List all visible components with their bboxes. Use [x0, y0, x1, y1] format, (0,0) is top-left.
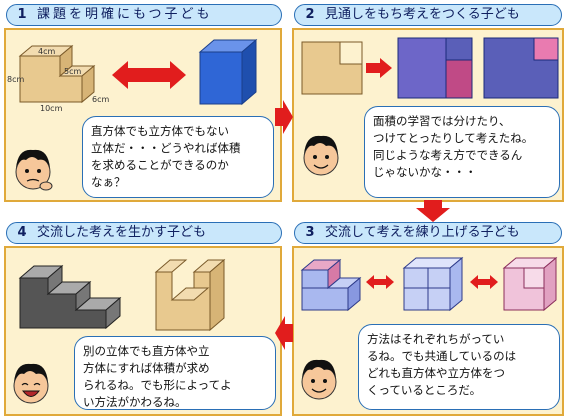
stair-shape-figure	[18, 264, 122, 330]
laughing-boy-face-icon	[13, 363, 49, 404]
panel-1-title: 1 課題を明確にもつ子ども	[6, 4, 282, 26]
flow-arrow-right-icon	[275, 100, 293, 134]
panel-1: 4cm 5cm 8cm 10cm 6cm 直方体でも立方体でもない 立体だ・・・…	[4, 28, 282, 202]
double-arrow-icon	[112, 61, 186, 89]
dim-label-mid: 5cm	[64, 67, 81, 76]
panel-2: 面積の学習では分けたり、 つけてとったりして考えたね。 同じような考え方でできる…	[292, 28, 564, 202]
l-shape-area-figure	[301, 41, 363, 95]
panel-3-speech-bubble: 方法はそれぞれちがってい るね。でも共通しているのは どれも直方体や立方体をつ …	[358, 324, 560, 410]
dim-label-bottom: 10cm	[40, 104, 63, 112]
split-solid-figure-c	[502, 256, 558, 312]
right-arrow-icon	[366, 58, 392, 78]
panel-4-title: 4 交流した考えを生かす子ども	[6, 222, 282, 244]
split-solid-figure-b	[402, 256, 464, 312]
panel-4-speech-bubble: 別の立体でも直方体や立 方体にすれば体積が求め られるね。でも形によってよ い方…	[74, 336, 276, 410]
panel-3-title-text: 交流して考えを練り上げる子ども	[325, 225, 520, 240]
smiling-boy-face-icon	[303, 135, 339, 176]
panel-2-title-text: 見通しをもち考えをつくる子ども	[325, 7, 520, 22]
panel-3: 方法はそれぞれちがってい るね。でも共通しているのは どれも直方体や立方体をつ …	[292, 246, 564, 416]
panel-1-number: 1	[17, 7, 27, 22]
panel-2-number: 2	[305, 7, 315, 22]
flow-arrow-left-icon	[275, 316, 293, 350]
dim-label-right: 6cm	[92, 95, 109, 104]
u-shape-figure	[154, 258, 226, 332]
panel-3-number: 3	[305, 225, 315, 240]
dim-label-top: 4cm	[38, 47, 55, 56]
panel-1-title-text: 課題を明確にもつ子ども	[37, 7, 213, 22]
added-area-figure	[483, 37, 559, 99]
panel-1-speech-bubble: 直方体でも立方体でもない 立体だ・・・どうやれば体積 を求めることができるのか …	[82, 116, 274, 198]
panel-2-speech-bubble: 面積の学習では分けたり、 つけてとったりして考えたね。 同じような考え方でできる…	[364, 106, 560, 198]
double-arrow-icon	[470, 275, 498, 289]
panel-3-title: 3 交流して考えを練り上げる子ども	[294, 222, 562, 244]
dim-label-left: 8cm	[7, 75, 24, 84]
flow-arrow-down-icon	[416, 200, 450, 222]
panel-2-title: 2 見通しをもち考えをつくる子ども	[294, 4, 562, 26]
smiling-boy-face-icon	[301, 359, 337, 400]
thinking-boy-face-icon	[15, 149, 53, 191]
panel-4: 別の立体でも直方体や立 方体にすれば体積が求め られるね。でも形によってよ い方…	[4, 246, 282, 416]
double-arrow-icon	[366, 275, 394, 289]
panel-4-title-text: 交流した考えを生かす子ども	[37, 225, 207, 240]
panel-4-number: 4	[17, 225, 27, 240]
l-shape-solid-figure: 4cm 5cm 8cm 10cm 6cm	[7, 44, 109, 112]
divided-area-figure	[397, 37, 473, 99]
blue-cube-figure	[198, 38, 258, 106]
split-solid-figure-a	[300, 258, 362, 312]
